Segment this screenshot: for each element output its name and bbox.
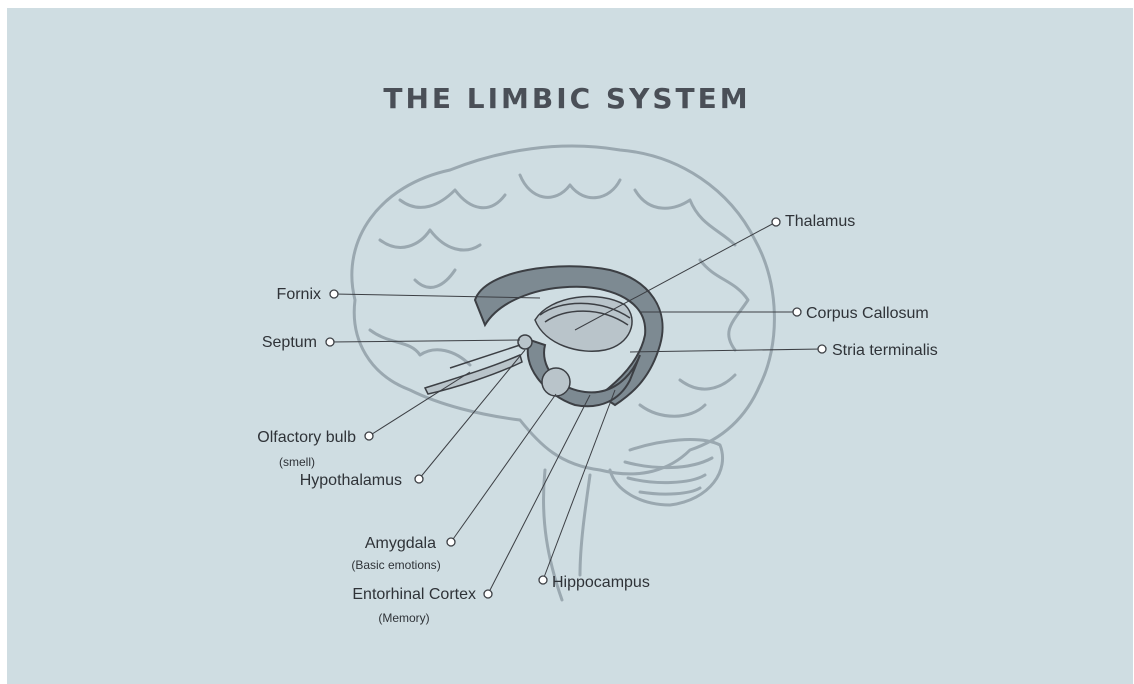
corpus-callosum-dot xyxy=(793,308,801,316)
septum-shape xyxy=(518,335,532,349)
label-entorhinal-cortex-note: (Memory) xyxy=(378,611,429,625)
hypothalamus-dot xyxy=(415,475,423,483)
amygdala-shape xyxy=(542,368,570,396)
amygdala-dot xyxy=(447,538,455,546)
label-amygdala-note: (Basic emotions) xyxy=(351,558,440,572)
olfactory-bulb-dot xyxy=(365,432,373,440)
thalamus-shape xyxy=(535,297,632,352)
label-hippocampus: Hippocampus xyxy=(552,574,650,591)
label-corpus-callosum: Corpus Callosum xyxy=(806,305,929,322)
septum-dot xyxy=(326,338,334,346)
hippocampus-dot xyxy=(539,576,547,584)
fornix-dot xyxy=(330,290,338,298)
label-olfactory-bulb: Olfactory bulb xyxy=(257,429,356,446)
entorhinal-cortex-dot xyxy=(484,590,492,598)
label-septum: Septum xyxy=(262,334,317,351)
label-hypothalamus: Hypothalamus xyxy=(300,472,402,489)
label-stria-terminalis: Stria terminalis xyxy=(832,342,938,359)
limbic-structures xyxy=(425,266,663,406)
label-thalamus: Thalamus xyxy=(785,213,855,230)
label-olfactory-bulb-note: (smell) xyxy=(279,455,315,469)
label-entorhinal-cortex: Entorhinal Cortex xyxy=(352,586,476,603)
label-amygdala: Amygdala xyxy=(365,535,436,552)
stria-terminalis-dot xyxy=(818,345,826,353)
label-fornix: Fornix xyxy=(277,286,321,303)
thalamus-dot xyxy=(772,218,780,226)
